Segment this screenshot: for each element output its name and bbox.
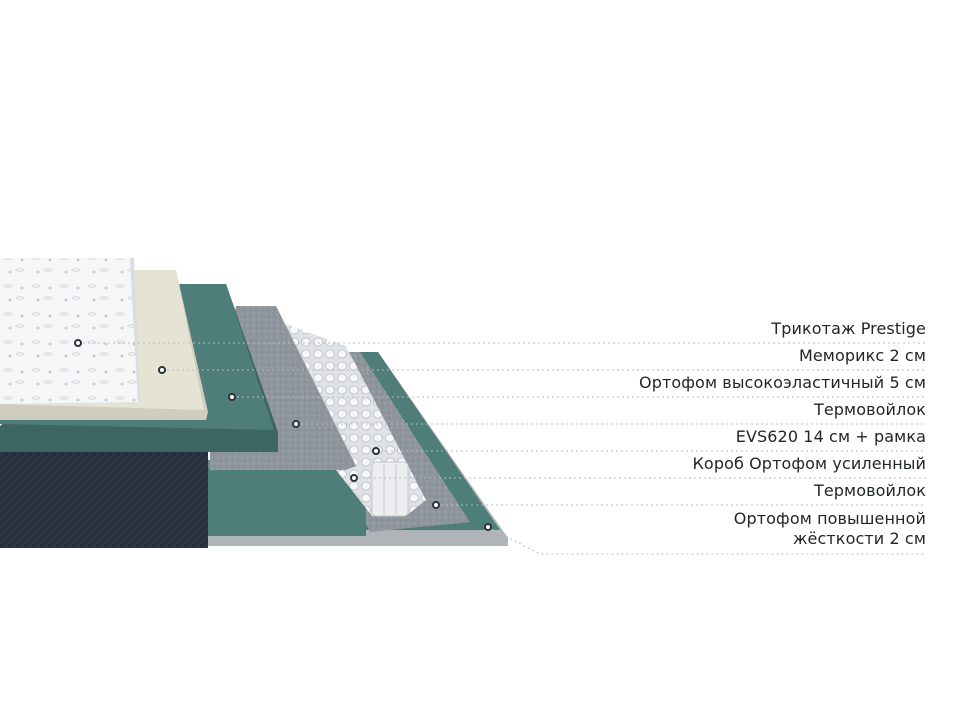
- label-felt-bottom: Термовойлок: [506, 481, 926, 501]
- label-knit: Трикотаж Prestige: [506, 319, 926, 339]
- marker-dots: [74, 339, 492, 531]
- label-springs: EVS620 14 см + рамка: [506, 427, 926, 447]
- label-memory: Меморикс 2 см: [506, 346, 926, 366]
- label-box-text: Короб Ортофом усиленный: [692, 454, 926, 473]
- label-orthofoam-firm-line2: жёсткости 2 см: [793, 529, 926, 548]
- leader-line-orthofoam-firm: [487, 526, 926, 555]
- marker-dot-knit: [74, 339, 82, 347]
- label-felt-top-text: Термовойлок: [813, 400, 926, 419]
- marker-dot-orthofoam-firm: [484, 523, 492, 531]
- marker-dot-memory: [158, 366, 166, 374]
- label-springs-text: EVS620 14 см + рамка: [735, 427, 926, 446]
- label-orthofoam-firm-line1: Ортофом повышенной: [733, 509, 926, 528]
- layer-knit: [0, 258, 140, 404]
- side-fabric: [0, 450, 208, 548]
- label-box: Короб Ортофом усиленный: [506, 454, 926, 474]
- label-orthofoam-hi: Ортофом высокоэластичный 5 см: [506, 373, 926, 393]
- label-orthofoam-hi-text: Ортофом высокоэластичный 5 см: [639, 373, 926, 392]
- layer-springs: [280, 322, 426, 517]
- marker-dot-box: [350, 474, 358, 482]
- marker-dot-orthofoam-hi: [228, 393, 236, 401]
- marker-dot-springs: [372, 447, 380, 455]
- marker-dot-felt-bottom: [432, 501, 440, 509]
- label-orthofoam-firm: Ортофом повышенной жёсткости 2 см: [506, 509, 926, 549]
- marker-dot-felt-top: [292, 420, 300, 428]
- label-felt-top: Термовойлок: [506, 400, 926, 420]
- label-felt-bottom-text: Термовойлок: [813, 481, 926, 500]
- leader-lines: [78, 342, 926, 555]
- label-knit-text: Трикотаж Prestige: [771, 319, 926, 338]
- label-memory-text: Меморикс 2 см: [798, 346, 926, 365]
